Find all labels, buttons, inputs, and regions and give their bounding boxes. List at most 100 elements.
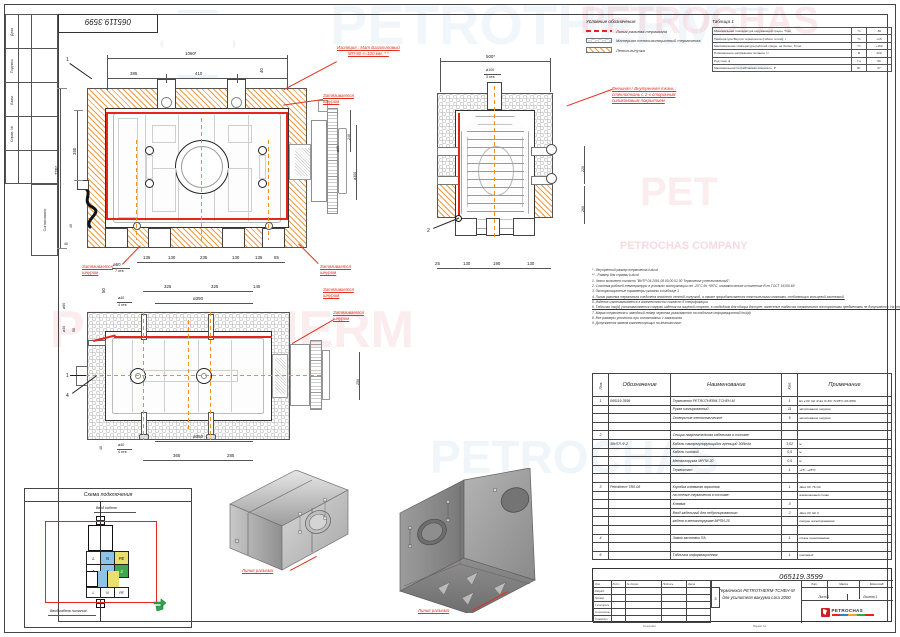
- plan-dim-4otv-top: 4 отв: [118, 303, 127, 307]
- terminal-N-top[interactable]: N: [100, 551, 115, 565]
- front-view-foot-3: [222, 228, 245, 248]
- spec-cell-des: 30НТЛ-Ф-2: [607, 438, 672, 449]
- front-mark-1: 1: [66, 57, 69, 63]
- spec-header-qty: Кол.: [781, 373, 799, 397]
- anno-zatyag-front-left: Затягивается шнуром: [323, 287, 354, 298]
- table1-param-3: Номинальное напряжение питания, U: [712, 49, 852, 58]
- terminal-N-bottom[interactable]: N: [100, 587, 115, 598]
- spec-cell-nam: Термостат: [670, 464, 783, 475]
- scheme-label-top: Ввод кабеля: [96, 506, 117, 510]
- spec-cell-pos: [592, 499, 609, 509]
- front-view-motor-housing: [311, 120, 327, 202]
- legend-swatch-insulation: [586, 37, 612, 44]
- front-dim-410: 410: [195, 71, 203, 76]
- front-view-nozzle-right-circle: [231, 97, 242, 108]
- section-view-rib-11: [467, 211, 524, 212]
- spec-cell-des: [607, 490, 672, 501]
- anno-fabric: Внешняя / Внутренняя ткань : стеклоткань…: [612, 86, 676, 104]
- anno-split-line-2: Линия разъема: [418, 608, 450, 613]
- plan-view-centerline-v2: [188, 320, 189, 432]
- terminal-PE-bottom[interactable]: PE: [114, 587, 129, 598]
- table1-value-0: -50: [866, 26, 892, 36]
- title-block-product-line2: для усилителя вакуума Lora 2000: [722, 594, 791, 600]
- rev-c: [624, 587, 662, 595]
- front-dim-720-line: [60, 88, 61, 248]
- terminal-L-top[interactable]: L: [86, 551, 101, 565]
- spec-cell-pos: [592, 413, 609, 423]
- front-view-bolt-2: [265, 222, 273, 230]
- rev-r2: Т.контроль: [593, 601, 612, 609]
- spec-cell-pri: м: [797, 456, 892, 466]
- plan-view-machine-rib-2: [164, 340, 165, 412]
- table1-unit-5: Вт: [851, 63, 867, 73]
- front-view-boss-stem-2: [259, 155, 266, 179]
- note-7: 6. Табличка Inst(d) устанавливается снар…: [592, 305, 900, 310]
- front-view-split-line-right: [286, 112, 288, 220]
- plan-view-centerline-h: [72, 375, 322, 376]
- anno-zatyag-bl: Затягивается шнуром: [82, 264, 113, 275]
- spec-cell-nam: [670, 524, 783, 535]
- section-view-centerline: [494, 86, 495, 238]
- front-view-block-lower-left: [152, 168, 176, 212]
- front-dim-350-line: [77, 110, 78, 180]
- spec-cell-kol: 3: [781, 499, 799, 509]
- spec-cell-kol: [781, 430, 799, 440]
- spec-cell-pri: сталь оцинкованная: [797, 533, 892, 544]
- section-view-split-line: [458, 113, 460, 220]
- top-drawing-number-box: [58, 14, 158, 33]
- table1-caption: Таблица 1: [712, 19, 734, 24]
- spec-cell-nam: Табличка информационная: [670, 550, 783, 561]
- legend-label-1: Материал теплоизоляционный термочехла: [616, 38, 701, 43]
- scheme-centerline-bottom: [100, 607, 101, 622]
- front-dim-b6: 85: [274, 255, 279, 260]
- spec-cell-nam: Термочехол PETROTHERM-TCHEH-M: [670, 396, 783, 406]
- plan-dim-d40-top: ø40: [118, 296, 125, 300]
- front-dim-1060-line: [107, 58, 287, 59]
- terminal-PE-top[interactable]: PE: [114, 551, 129, 565]
- legend-label-2: Лента-липучка: [616, 47, 645, 53]
- spec-cell-pri: затягивание шнуром: [797, 404, 892, 415]
- front-dim-row2-t4: [287, 74, 288, 83]
- note-2: 1. Чехол выполнен согласно "ВНТР 04.2091…: [592, 278, 731, 283]
- spec-cell-des: [607, 524, 672, 535]
- gost-label-1: Подпись: [10, 58, 15, 73]
- connection-scheme-title: Схема подключения: [25, 489, 191, 502]
- anno-split-line-1: Линия разъема: [242, 568, 274, 573]
- table1: Минимальная температура окружающей среды…: [712, 26, 892, 73]
- title-block-revision-grid: Изм. Лист № докум. Подпись Дата Разраб. …: [593, 580, 711, 623]
- rev-r0: Разраб.: [593, 587, 612, 595]
- rev-c: [610, 594, 626, 602]
- spec-cell-pri: 1Exe IIC T6 Gb: [797, 481, 892, 492]
- spec-cell-nam: Отверстие технологическое: [670, 413, 783, 423]
- title-block-sheet-row: Лист 1 Листов 1: [801, 594, 893, 601]
- table1-row: Минимальная температура окружающей среды…: [712, 26, 892, 36]
- spec-cell-des: Petrotherm ТВЛ-08: [607, 481, 672, 492]
- technical-notes: * - Внутренний размер термочехла ЬхЬхd *…: [592, 268, 900, 327]
- rev-c: [686, 587, 711, 595]
- spec-cell-kol: [781, 490, 799, 501]
- rev-h2: № докум.: [624, 580, 662, 588]
- scheme-label-bottom: Ввод кабеля питания: [50, 609, 87, 613]
- legend-item-1: Материал теплоизоляционный термочехла: [586, 37, 701, 45]
- table1-param-2: Максимальная температура рабочей среды, …: [712, 41, 852, 51]
- table-row: [592, 421, 892, 432]
- plan-dim-285: 285: [227, 453, 235, 458]
- section-view-rib-9: [467, 195, 524, 196]
- anno-zatyag-fl-l1: Затягивается: [323, 287, 354, 292]
- spec-cell-des: [607, 516, 672, 526]
- plan-dim-d350-line: [155, 441, 253, 442]
- spec-cell-kol: [781, 542, 799, 552]
- front-view-boss-4: [258, 179, 267, 188]
- spec-cell-pos: [592, 456, 609, 466]
- section-mark-2: 2: [427, 228, 430, 234]
- plan-view-stud-bl-head: [139, 434, 149, 440]
- terminal-L-bottom[interactable]: L: [86, 587, 101, 598]
- legend-item-0: Линия разъема терминала: [586, 27, 701, 35]
- spec-header-designation: Обозначение: [607, 373, 672, 397]
- anno-zatyag-rt-l1: Затягивается: [323, 93, 354, 98]
- anno-zatyag-right-top: Затягивается шнуром: [323, 93, 354, 104]
- rev-h4: Дата: [686, 580, 711, 588]
